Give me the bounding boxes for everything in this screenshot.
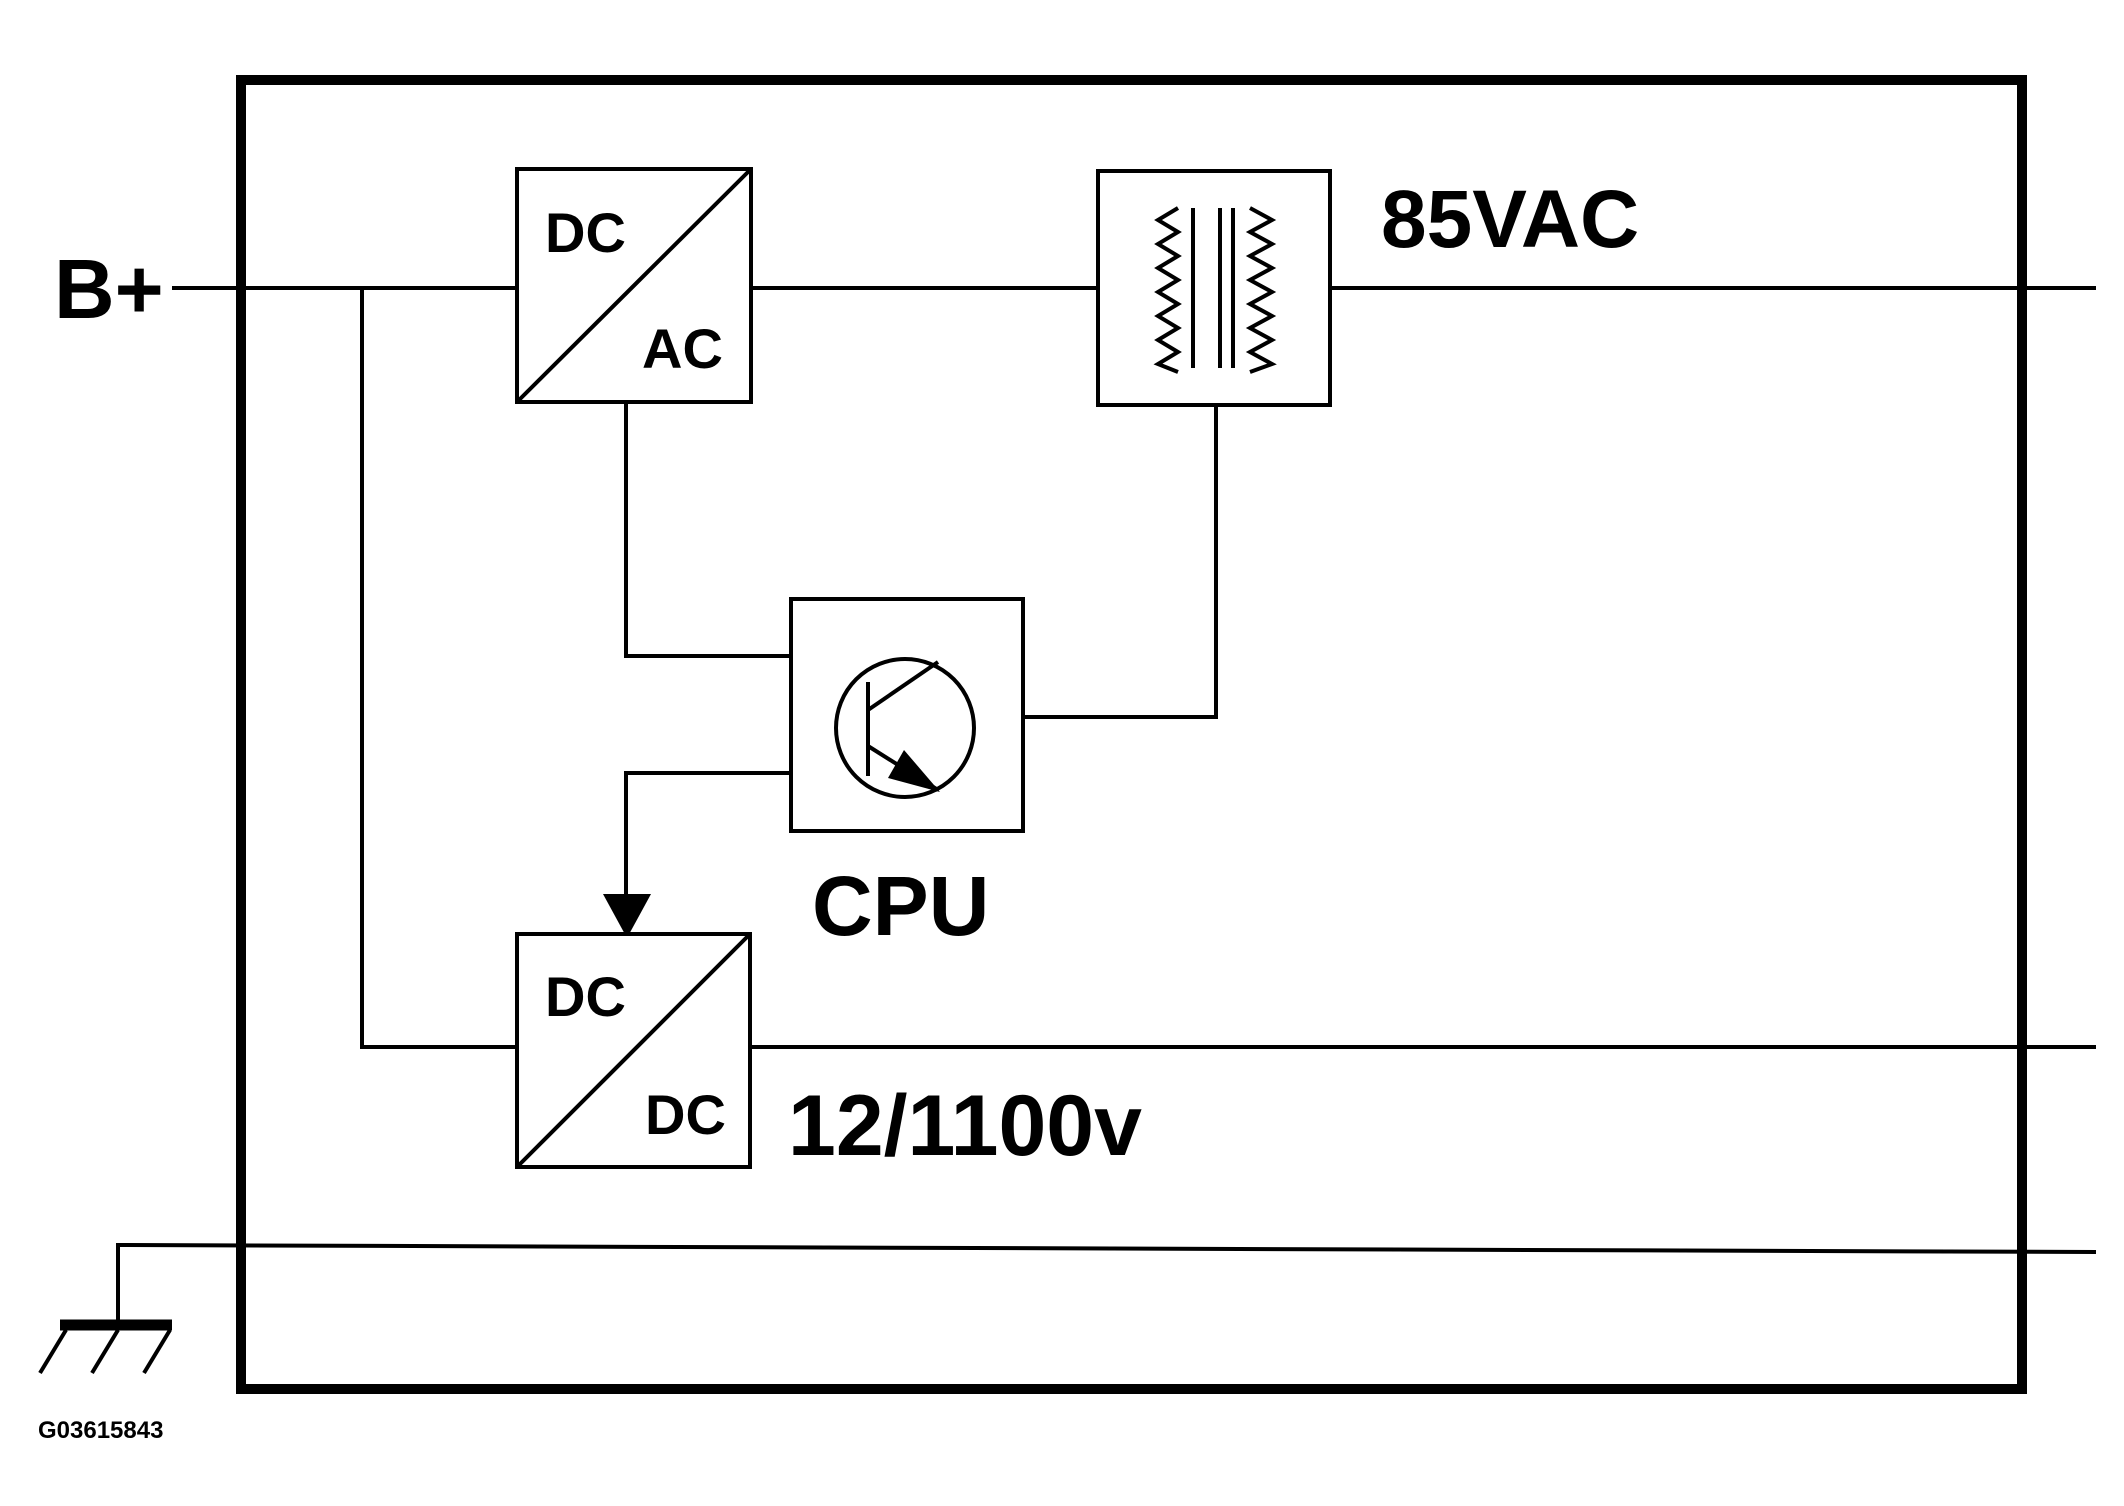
transformer-icon — [1153, 206, 1277, 374]
dc-ac-output-label: AC — [642, 317, 723, 380]
dc-dc-input-label: DC — [545, 965, 626, 1028]
cpu-converter-wire — [624, 771, 791, 896]
cpu-label: CPU — [812, 859, 989, 953]
dc-ac-input-label: DC — [545, 201, 626, 264]
converter-cpu-wire — [624, 402, 791, 658]
enclosure-frame — [236, 75, 2027, 1394]
transistor-icon — [834, 657, 976, 799]
supply-branch-wire — [360, 288, 517, 1049]
transformer — [1096, 169, 1332, 407]
cpu-module — [789, 597, 1025, 833]
ground-wire — [116, 1242, 2097, 1325]
transformer-cpu-wire — [1023, 405, 1218, 719]
cpu-converter-arrowhead — [603, 894, 651, 938]
dc-dc-output-label: DC — [645, 1083, 726, 1146]
dc-ac-converter: DC AC — [515, 167, 753, 404]
supply-label: B+ — [54, 242, 164, 336]
dc-output-label: 12/1100v — [788, 1078, 1142, 1174]
ground-icon — [38, 1319, 172, 1375]
figure-id: G03615843 — [38, 1417, 163, 1444]
ac-output-label: 85VAC — [1381, 174, 1639, 265]
dc-dc-converter: DC DC — [515, 932, 752, 1169]
